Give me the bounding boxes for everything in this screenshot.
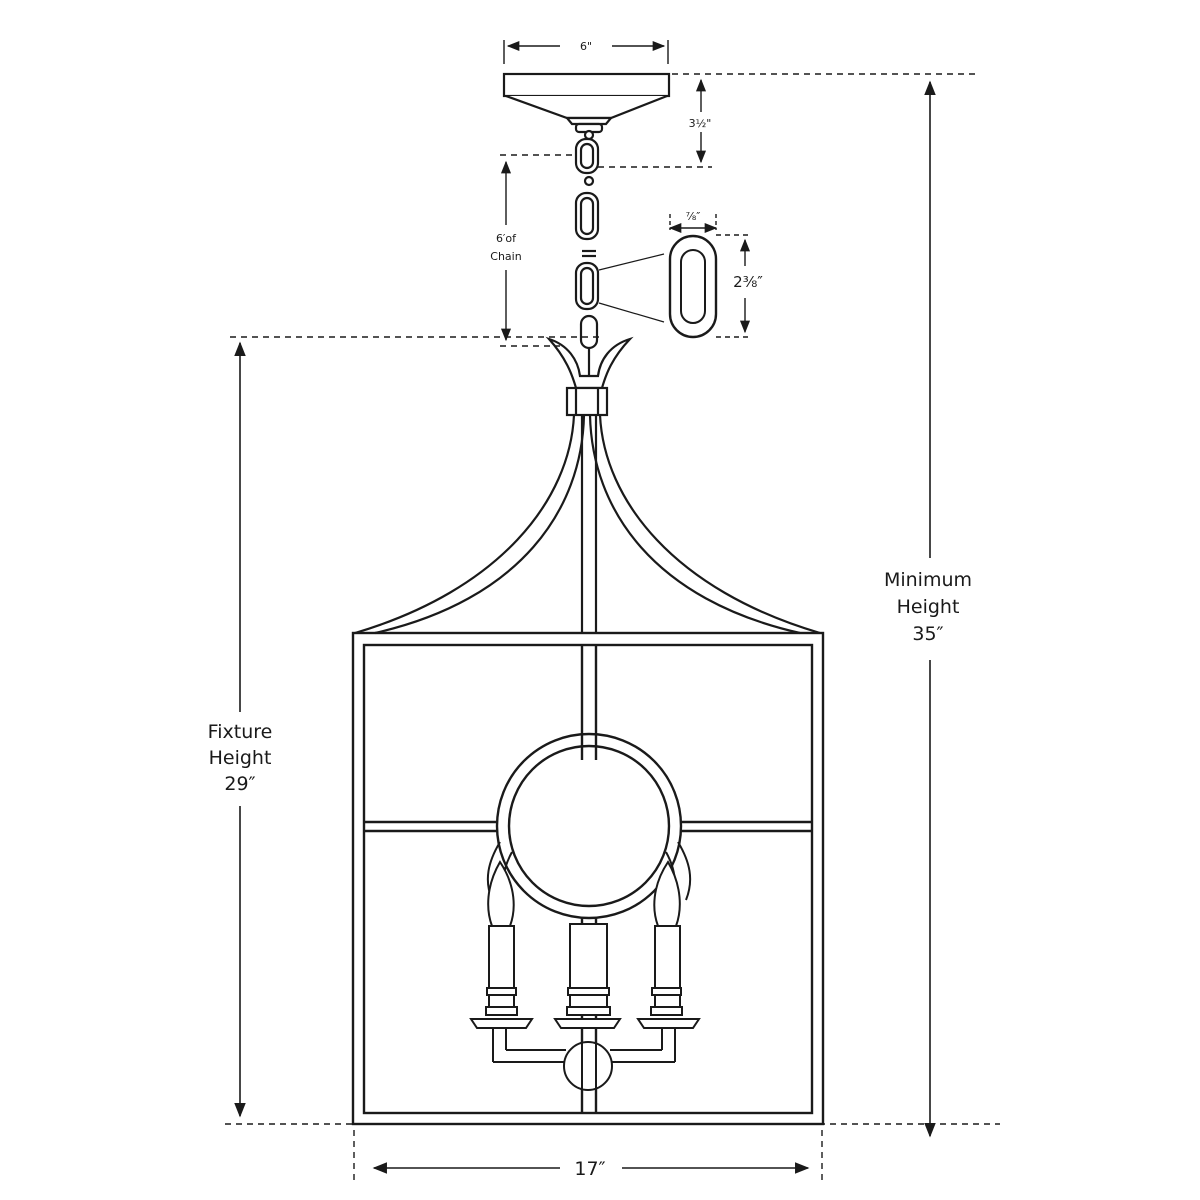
canopy-height-label: 3½" bbox=[689, 117, 712, 130]
lantern-top-arms bbox=[354, 414, 821, 635]
dimension-labels: 6" 3½" 6′of Chain ⅞″ 2⅜″ Fixture Height … bbox=[208, 40, 972, 1180]
fixture-height-label-3: 29″ bbox=[224, 773, 255, 795]
chain bbox=[574, 129, 600, 350]
minimum-height-label-3: 35″ bbox=[912, 623, 943, 645]
chain-length-label-1: 6′of bbox=[496, 232, 517, 245]
link-height-label: 2⅜″ bbox=[733, 273, 763, 291]
minimum-height-label-2: Height bbox=[897, 596, 960, 618]
crown-finial bbox=[545, 336, 634, 417]
canopy bbox=[502, 72, 671, 134]
chain-length-label-2: Chain bbox=[490, 250, 521, 263]
chain-link-detail bbox=[598, 234, 718, 339]
dimension-lines bbox=[225, 40, 1000, 1180]
fixture-height-label-2: Height bbox=[209, 747, 272, 769]
canopy-width-label: 6" bbox=[580, 40, 592, 53]
minimum-height-label-1: Minimum bbox=[884, 569, 972, 591]
fixture-height-label-1: Fixture bbox=[208, 721, 273, 743]
link-width-label: ⅞″ bbox=[686, 210, 701, 223]
candle-arms bbox=[469, 841, 701, 1091]
fixture-width-label: 17″ bbox=[574, 1158, 605, 1180]
